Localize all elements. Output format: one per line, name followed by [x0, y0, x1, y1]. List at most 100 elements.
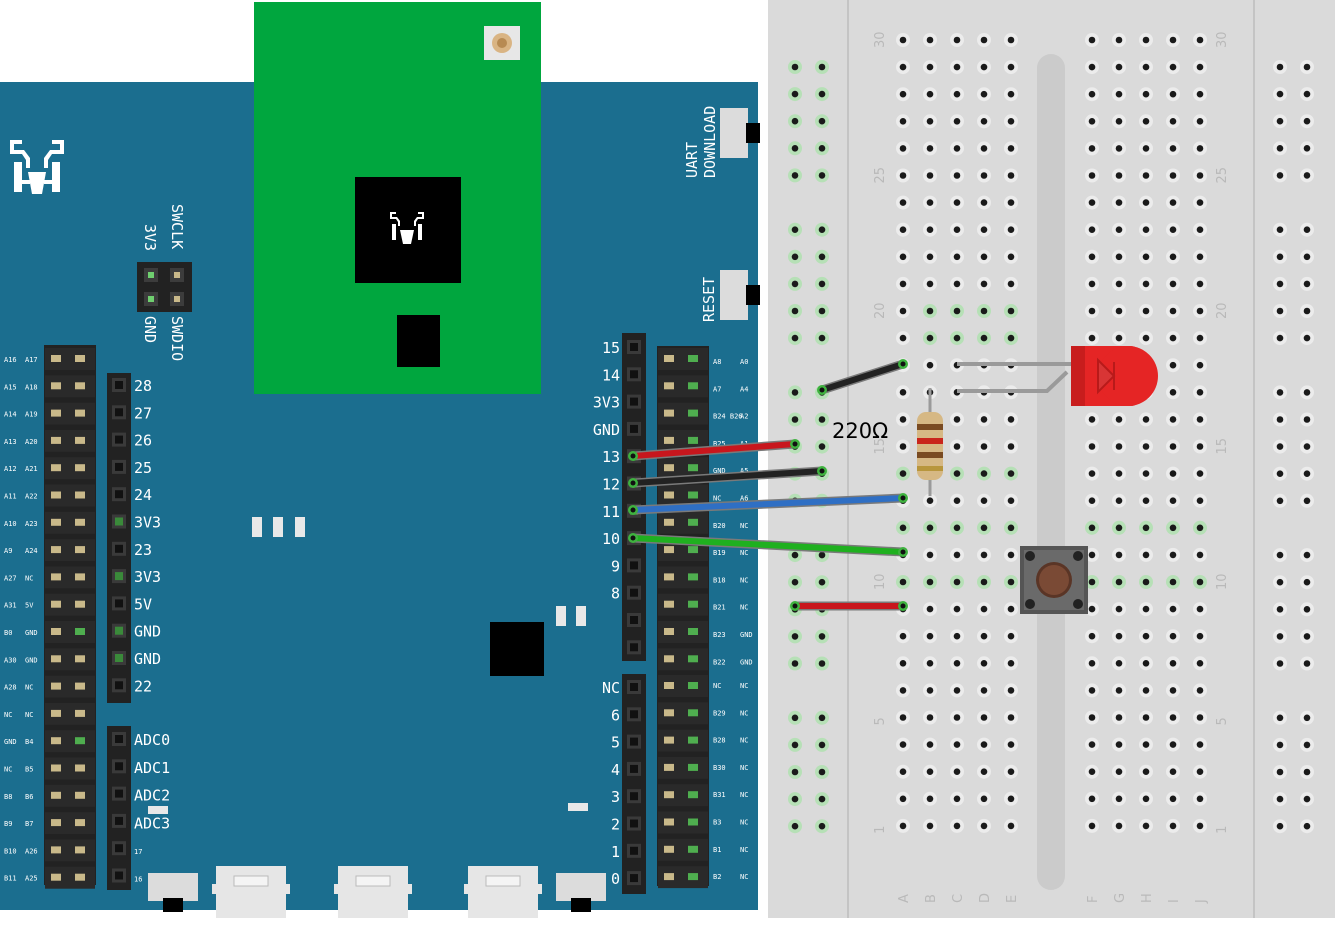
breadboard-hole-center [1196, 145, 1204, 152]
column-letter: B [924, 894, 939, 903]
header-pin-pair [658, 838, 708, 861]
pin-label-small: B4 [25, 738, 33, 746]
header-pin [688, 464, 698, 472]
breadboard-hole-center [1169, 145, 1177, 152]
breadboard-hole-center [899, 524, 907, 532]
breadboard-hole-center [1088, 416, 1096, 423]
breadboard-hole-center [980, 416, 988, 423]
header-pin-hole [115, 816, 123, 825]
breadboard-hole-center [1276, 714, 1284, 722]
breadboard-hole-center [926, 524, 934, 532]
breadboard-hole-center [1115, 443, 1123, 450]
breadboard-hole-center [1142, 660, 1150, 667]
breadboard-hole-center [980, 741, 988, 748]
breadboard-hole-center [1276, 822, 1284, 830]
breadboard-hole-center [899, 741, 907, 748]
breadboard-hole-center [980, 307, 988, 315]
pin-label-small: A0 [740, 358, 748, 366]
breadboard-hole-center [1115, 307, 1123, 315]
breadboard-hole-center [926, 63, 934, 71]
breadboard-hole-center [953, 497, 961, 505]
left-single-header [107, 373, 131, 703]
pin-label-small: B2 [713, 873, 721, 881]
header-pin-pair [658, 457, 708, 480]
header-pin-hole [630, 710, 638, 719]
usb-port[interactable] [212, 866, 290, 918]
row-number-left: 15 [873, 438, 888, 455]
breadboard-hole-center [1007, 226, 1015, 233]
pin-label-small: GND [25, 629, 38, 637]
breadboard-hole-center [1115, 741, 1123, 748]
breadboard-hole-center [1276, 551, 1284, 559]
reset-button[interactable] [720, 270, 760, 320]
pin-label-right: GND [593, 421, 620, 439]
header-pin [75, 846, 85, 854]
breadboard-hole-center [1303, 63, 1311, 71]
header-pin-pair [658, 702, 708, 725]
breadboard-hole-center [1196, 226, 1204, 233]
breadboard-hole-center [1007, 470, 1015, 477]
breadboard-hole-center [791, 334, 799, 342]
breadboard-hole-center [1196, 443, 1204, 450]
breadboard-hole-center [818, 117, 826, 125]
breadboard-hole-center [1007, 253, 1015, 261]
breadboard-hole-center [1196, 63, 1204, 71]
header-pin-pair [658, 593, 708, 616]
breadboard-hole-center [1169, 714, 1177, 721]
breadboard-hole-center [1169, 795, 1177, 803]
breadboard-hole-center [1196, 307, 1204, 315]
pin-label-small: B1 [713, 846, 721, 854]
resistor [917, 388, 943, 496]
breadboard-hole-center [818, 578, 826, 586]
header-pin-pair [45, 593, 95, 616]
breadboard-hole-center [1007, 172, 1015, 179]
breadboard-hole-center [1007, 632, 1015, 640]
usb-port[interactable] [334, 866, 412, 918]
breadboard-hole-center [1276, 578, 1284, 586]
header-pin-pair [658, 375, 708, 398]
usb-port[interactable] [464, 866, 542, 918]
breadboard-hole-center [980, 578, 988, 586]
bottom-switch-left[interactable] [148, 873, 198, 912]
logo-icon [10, 140, 64, 194]
pin-label-small: NC [740, 819, 748, 827]
breadboard-hole-center [1196, 253, 1204, 261]
push-button[interactable] [1020, 546, 1088, 614]
breadboard-hole-center [1115, 199, 1123, 206]
bottom-switch-right[interactable] [556, 873, 606, 912]
breadboard-hole-center [1276, 470, 1284, 478]
breadboard-hole-center [818, 253, 826, 261]
pin-label-small: A19 [25, 411, 38, 419]
wire-core [630, 535, 906, 555]
column-letter: J [1194, 899, 1209, 904]
header-pin-pair [658, 811, 708, 834]
header-pin [688, 573, 698, 581]
uart-download-button[interactable] [720, 108, 760, 158]
breadboard-hole-center [899, 795, 907, 803]
header-pin [51, 846, 61, 854]
bridge-wire-red [790, 601, 908, 611]
breadboard-hole-center [1276, 334, 1284, 342]
pin-label-adc: ADC3 [134, 814, 170, 832]
pin-label-small: B7 [25, 820, 33, 828]
breadboard-hole-center [953, 687, 961, 694]
pin-label-small: B8 [4, 793, 12, 801]
breadboard-hole-center [818, 768, 826, 776]
breadboard-hole-center [818, 416, 826, 423]
usb-port-tab [464, 884, 472, 894]
header-pin-hole [115, 462, 123, 471]
header-pin-hole [630, 424, 638, 433]
pin-label-small: A7 [713, 385, 721, 393]
wire-end-hole [630, 453, 636, 459]
usb-port-tab [534, 884, 542, 894]
header-pin-pair [45, 812, 95, 835]
pin-label-left: 3V3 [134, 514, 161, 532]
breadboard-hole-center [980, 199, 988, 206]
header-pin [664, 573, 674, 581]
breadboard-hole-center [926, 768, 934, 775]
breadboard-hole-center [953, 741, 961, 748]
header-pin-pair [45, 621, 95, 643]
breadboard-hole-center [1169, 632, 1177, 640]
breadboard-hole-center [926, 172, 934, 179]
adc-header [107, 726, 131, 890]
